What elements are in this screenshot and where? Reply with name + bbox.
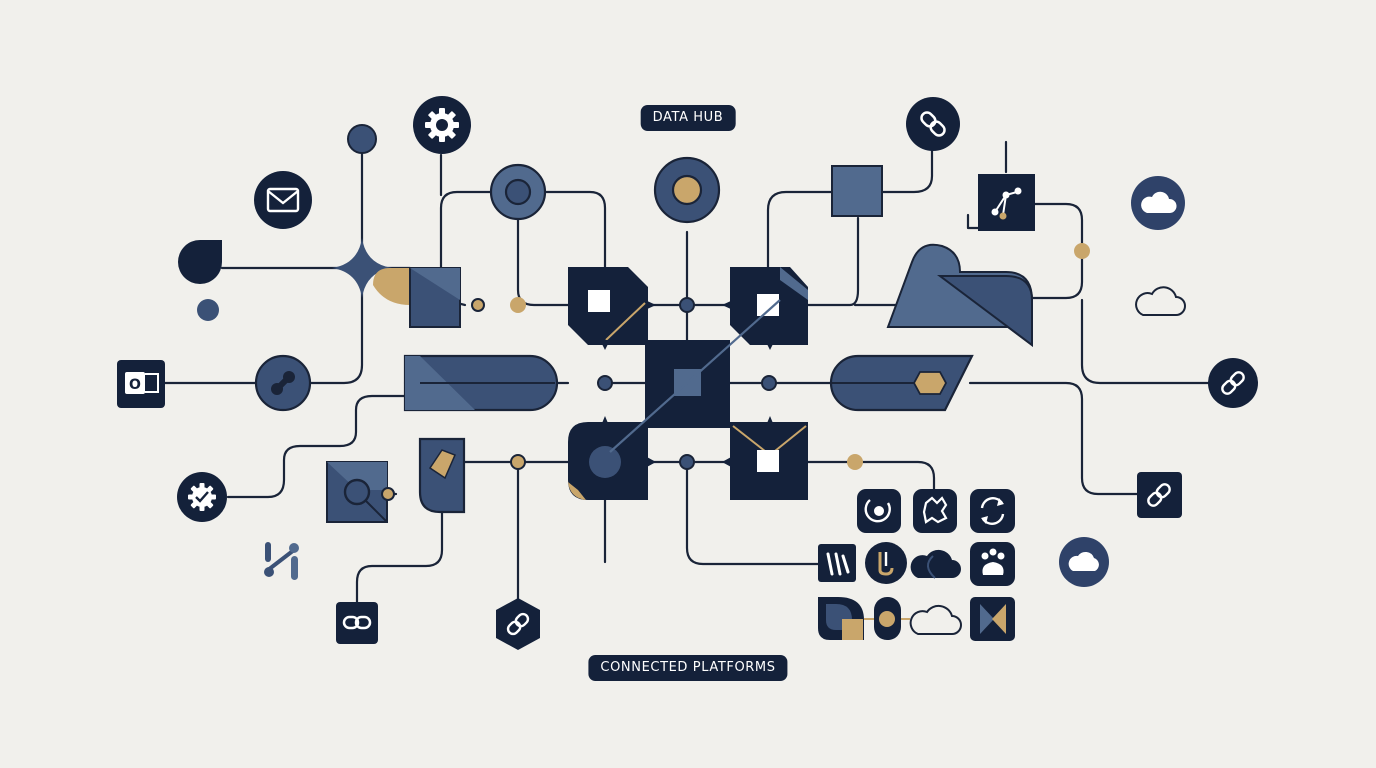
platforms-label: CONNECTED PLATFORMS — [588, 655, 788, 681]
cloud-icon — [910, 549, 961, 579]
cloud-icon — [1059, 537, 1109, 587]
graph-node-icon — [978, 174, 1035, 231]
analytics-icon — [264, 542, 299, 580]
teardrop-node — [178, 240, 222, 284]
cloud-outline-icon — [1135, 286, 1186, 316]
app-icon — [818, 544, 856, 582]
node-circle — [347, 124, 377, 154]
gold-dot — [510, 297, 526, 313]
gear-icon — [413, 96, 471, 154]
outlook-icon: O — [117, 360, 165, 408]
bubbles-node — [254, 354, 312, 412]
paw-icon — [970, 542, 1015, 586]
gold-dot — [847, 454, 863, 470]
hub-sensor-node — [653, 156, 721, 224]
link-icon — [1137, 472, 1182, 518]
link-icon — [336, 602, 378, 644]
link-icon — [906, 97, 960, 151]
puzzle-icon — [913, 489, 957, 533]
settings-check-icon — [177, 472, 227, 522]
hub-title-label: DATA HUB — [640, 105, 736, 131]
cloud-icon — [1131, 176, 1185, 230]
gold-dot — [471, 298, 485, 312]
link-icon — [1208, 358, 1258, 408]
app-icon — [864, 597, 910, 640]
gold-dot — [381, 487, 395, 501]
hex-link-icon — [496, 598, 540, 650]
central-hub — [568, 267, 808, 500]
svg-text:O: O — [129, 377, 141, 393]
app-icon — [865, 542, 907, 584]
junction-star — [332, 238, 392, 298]
cloud-outline-icon — [909, 604, 962, 635]
right-pill-block — [829, 354, 974, 412]
left-pill-block — [403, 354, 559, 412]
sync-icon — [857, 489, 901, 533]
node-dot — [197, 299, 219, 321]
square-node — [831, 165, 883, 217]
platform-grid — [818, 489, 1015, 641]
lens-block — [326, 461, 388, 523]
envelope-icon — [254, 171, 312, 229]
target-node — [489, 163, 547, 221]
app-icon — [818, 597, 864, 640]
app-icon — [970, 597, 1015, 641]
gold-dot — [510, 454, 526, 470]
shield-block — [418, 437, 466, 514]
gold-dot — [1074, 243, 1090, 259]
refresh-icon — [970, 489, 1015, 533]
composite-block — [373, 267, 461, 328]
cloud-block — [886, 243, 1033, 347]
